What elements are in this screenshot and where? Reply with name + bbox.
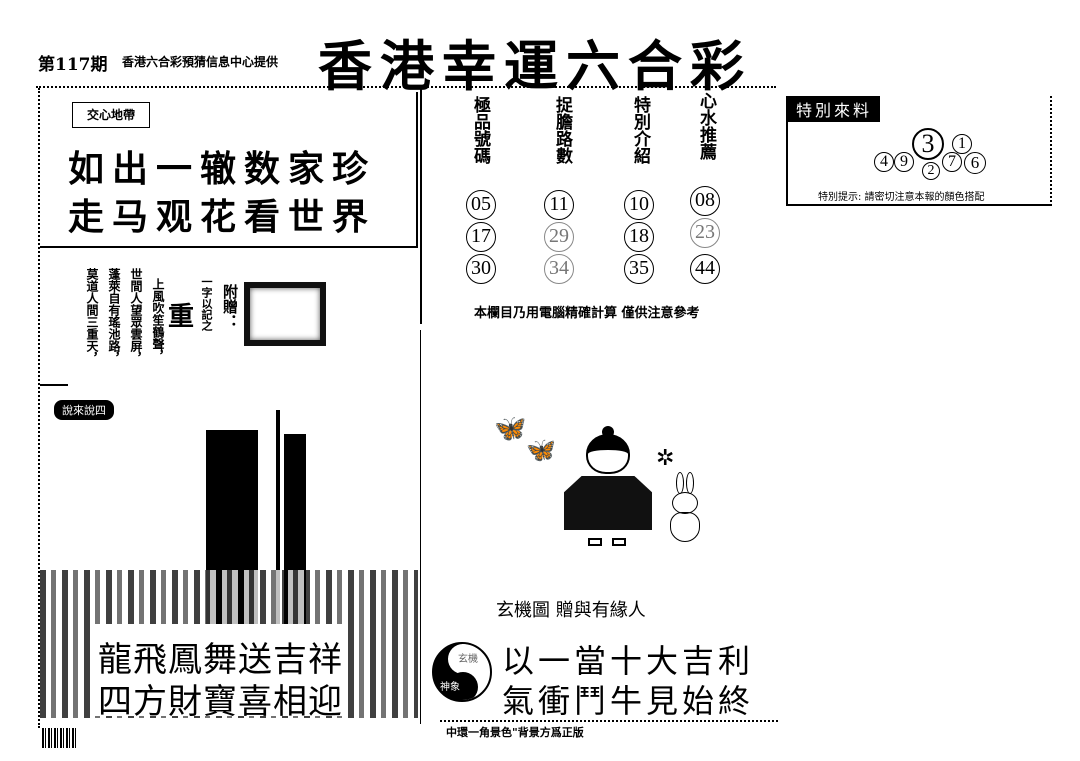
xuanji-line-2: 氣衝鬥牛見始終 bbox=[502, 682, 755, 720]
special-ball: 6 bbox=[964, 152, 986, 174]
special-tip: 特別提示: 請密切注意本報的顏色搭配 bbox=[818, 192, 985, 203]
number-ball: 08 bbox=[690, 186, 720, 216]
special-ball-highlight: 3 bbox=[912, 128, 944, 160]
pinwheel-icon: ✲ bbox=[656, 446, 675, 471]
number-ball: 34 bbox=[544, 254, 574, 284]
poem-answer: 重 bbox=[168, 302, 195, 332]
barcode bbox=[42, 728, 78, 748]
vine-border bbox=[38, 88, 40, 728]
tower-spire bbox=[276, 410, 280, 630]
picture-line-2: 四方財寶喜相迎 bbox=[98, 682, 343, 718]
number-ball: 05 bbox=[466, 190, 496, 220]
column-header-1: 極品號碼 bbox=[470, 96, 490, 164]
headline-line-2: 走马观花看世界 bbox=[68, 196, 377, 238]
gift-label: 附贈： bbox=[221, 284, 239, 329]
number-ball: 11 bbox=[544, 190, 574, 220]
number-ball: 29 bbox=[544, 222, 574, 252]
special-ball: 2 bbox=[922, 162, 940, 180]
poem-hint: 一字以記之 bbox=[200, 276, 213, 331]
yinyang-bottom-text: 神象 bbox=[440, 682, 460, 693]
vine-divider bbox=[36, 86, 776, 88]
news-picture: 說來說四 龍飛鳳舞送吉祥 四方財寶喜相迎 bbox=[40, 384, 418, 718]
poem-column-4: 莫道人間三重天， bbox=[85, 268, 99, 364]
picture-caption-box bbox=[92, 624, 344, 716]
xuanji-line-1: 以一當十大吉利 bbox=[502, 642, 755, 680]
issue-number: 第117期 bbox=[38, 55, 108, 75]
column-header-4: 心水推薦 bbox=[696, 92, 716, 160]
provider-text: 香港六合彩預猜信息中心提供 bbox=[122, 55, 279, 69]
special-ball: 9 bbox=[894, 152, 914, 172]
number-ball: 44 bbox=[690, 254, 720, 284]
picture-line-1: 龍飛鳳舞送吉祥 bbox=[98, 640, 343, 680]
gift-box bbox=[244, 282, 326, 346]
section-tag: 交心地帶 bbox=[72, 102, 150, 128]
special-title: 特別來料 bbox=[788, 96, 881, 122]
vine-divider bbox=[440, 720, 778, 722]
numbers-note: 本欄目乃用電腦精確計算 僅供注意參考 bbox=[474, 306, 700, 321]
poem-column-2: 世間人望眾雲屏， bbox=[129, 268, 143, 364]
left-top-box: 交心地帶 如出一辙数家珍 走马观花看世界 bbox=[40, 92, 418, 248]
number-ball: 30 bbox=[466, 254, 496, 284]
number-ball: 10 bbox=[624, 190, 654, 220]
number-ball: 18 bbox=[624, 222, 654, 252]
poem-column-1: 上風吹笙鶴聲， bbox=[151, 278, 165, 362]
column-divider bbox=[420, 330, 421, 724]
headline-line-1: 如出一辙数家珍 bbox=[68, 148, 377, 190]
poem-column-3: 蓬萊自有瑤池路， bbox=[107, 268, 121, 364]
picture-tag: 說來說四 bbox=[54, 400, 114, 420]
column-header-3: 特別介紹 bbox=[630, 96, 650, 164]
special-ball: 1 bbox=[952, 134, 972, 154]
number-ball: 35 bbox=[624, 254, 654, 284]
column-header-2: 捉膽路數 bbox=[552, 96, 572, 164]
number-ball: 17 bbox=[466, 222, 496, 252]
butterfly-icon: 🦋 bbox=[526, 436, 556, 464]
numbers-panel: 極品號碼 捉膽路數 特別介紹 心水推薦 05 17 30 11 29 34 10… bbox=[420, 88, 776, 324]
girl-illustration bbox=[562, 426, 654, 554]
special-ball: 7 bbox=[942, 152, 962, 172]
butterfly-icon: 🦋 bbox=[494, 414, 527, 444]
number-ball: 23 bbox=[690, 218, 720, 248]
special-box: 特別來料 4 9 3 2 7 1 6 特別提示: 請密切注意本報的顏色搭配 bbox=[786, 96, 1052, 206]
special-ball: 4 bbox=[874, 152, 894, 172]
yinyang-icon: 玄機 神象 bbox=[432, 642, 492, 702]
yinyang-top-text: 玄機 bbox=[458, 654, 478, 665]
footer-note: 中環一角景色"背景方爲正版 bbox=[446, 726, 584, 739]
rabbit-illustration bbox=[666, 472, 706, 548]
picture-rule bbox=[40, 384, 68, 386]
xuanji-title: 玄機圖 贈與有緣人 bbox=[496, 600, 646, 621]
